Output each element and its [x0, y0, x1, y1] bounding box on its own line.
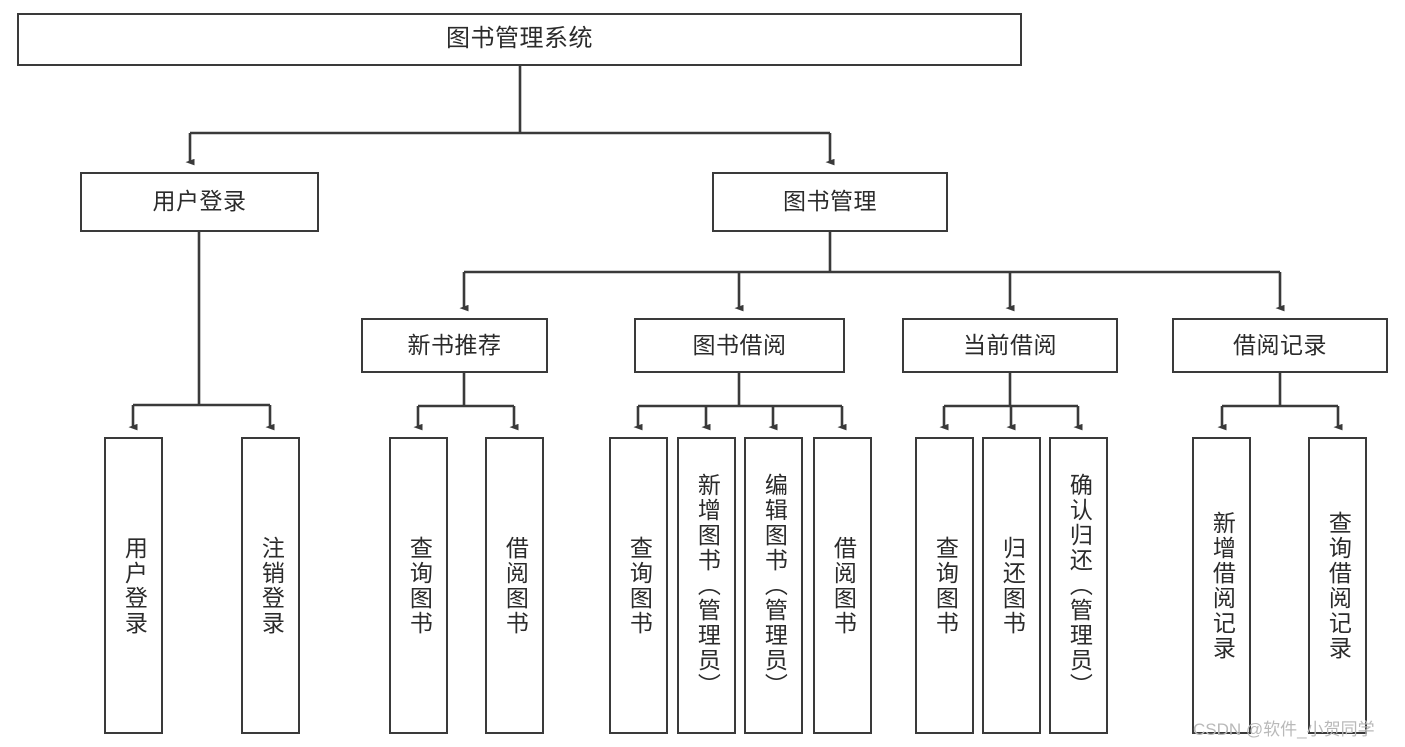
node-leaf-borrow-book-1[interactable]: 借阅图书	[485, 437, 544, 734]
node-leaf-confirm-return-admin-label: 确认归还（管理员）	[1066, 473, 1093, 698]
node-leaf-add-book-admin-label: 新增图书（管理员）	[694, 473, 721, 698]
node-book-borrow-label: 图书借阅	[692, 331, 787, 358]
node-user-login-label: 用户登录	[152, 188, 247, 215]
node-leaf-user-login-label: 用户登录	[121, 535, 148, 636]
node-root-label: 图书管理系统	[446, 25, 593, 53]
node-leaf-add-borrow-record-label: 新增借阅记录	[1209, 510, 1236, 661]
node-book-management[interactable]: 图书管理	[712, 172, 948, 232]
node-leaf-query-book-1[interactable]: 查询图书	[389, 437, 448, 734]
node-new-book-recommend-label: 新书推荐	[407, 331, 502, 358]
node-leaf-query-book-2-label: 查询图书	[626, 535, 653, 636]
node-leaf-logout-login[interactable]: 注销登录	[241, 437, 300, 734]
node-leaf-edit-book-admin-label: 编辑图书（管理员）	[761, 473, 788, 698]
node-leaf-query-book-3[interactable]: 查询图书	[915, 437, 974, 734]
node-leaf-query-borrow-record-label: 查询借阅记录	[1325, 510, 1352, 661]
node-borrow-record[interactable]: 借阅记录	[1172, 318, 1388, 373]
node-user-login[interactable]: 用户登录	[80, 172, 319, 232]
node-leaf-query-borrow-record[interactable]: 查询借阅记录	[1308, 437, 1367, 734]
node-new-book-recommend[interactable]: 新书推荐	[361, 318, 548, 373]
node-current-borrow-label: 当前借阅	[963, 331, 1057, 358]
node-borrow-record-label: 借阅记录	[1233, 331, 1327, 358]
node-leaf-borrow-book-1-label: 借阅图书	[502, 535, 529, 636]
node-book-borrow[interactable]: 图书借阅	[634, 318, 845, 373]
node-leaf-borrow-book-2[interactable]: 借阅图书	[813, 437, 872, 734]
node-leaf-add-book-admin[interactable]: 新增图书（管理员）	[677, 437, 736, 734]
node-leaf-return-book-label: 归还图书	[999, 535, 1026, 636]
node-leaf-query-book-2[interactable]: 查询图书	[609, 437, 668, 734]
node-leaf-confirm-return-admin[interactable]: 确认归还（管理员）	[1049, 437, 1108, 734]
node-leaf-logout-login-label: 注销登录	[258, 535, 285, 636]
node-leaf-add-borrow-record[interactable]: 新增借阅记录	[1192, 437, 1251, 734]
node-book-management-label: 图书管理	[783, 188, 877, 215]
node-root[interactable]: 图书管理系统	[17, 13, 1022, 66]
node-leaf-borrow-book-2-label: 借阅图书	[830, 535, 857, 636]
node-leaf-user-login[interactable]: 用户登录	[104, 437, 163, 734]
node-leaf-query-book-1-label: 查询图书	[406, 535, 433, 636]
node-leaf-edit-book-admin[interactable]: 编辑图书（管理员）	[744, 437, 803, 734]
node-current-borrow[interactable]: 当前借阅	[902, 318, 1118, 373]
node-leaf-query-book-3-label: 查询图书	[932, 535, 959, 636]
node-leaf-return-book[interactable]: 归还图书	[982, 437, 1041, 734]
